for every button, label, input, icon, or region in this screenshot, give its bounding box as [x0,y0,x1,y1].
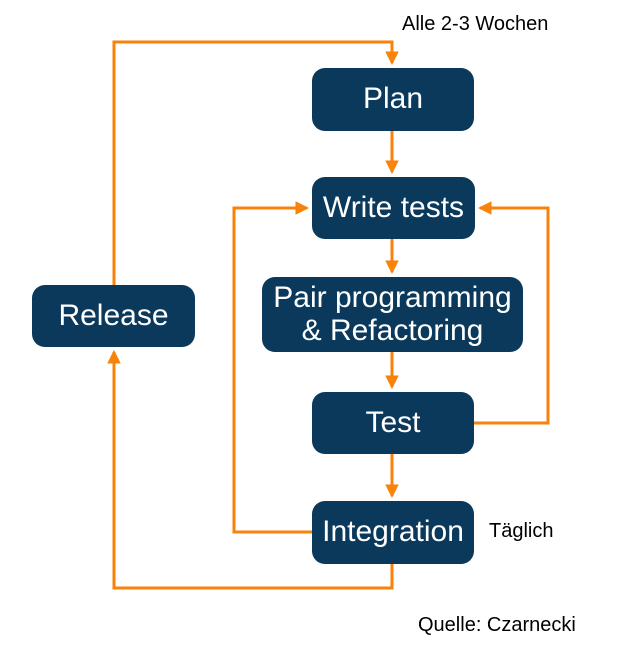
node-integration-label: Integration [322,515,464,549]
node-release: Release [32,285,195,347]
arrow-test-to-write-tests [474,201,550,425]
node-plan: Plan [312,68,474,131]
node-write-tests: Write tests [312,177,475,239]
node-write-tests-label: Write tests [322,190,465,224]
node-plan-label: Plan [362,82,424,116]
node-release-label: Release [58,298,169,332]
node-test-label: Test [365,405,421,439]
node-test: Test [312,392,474,454]
arrow-release-to-plan [112,40,399,286]
node-integration: Integration [312,501,474,564]
node-pair-programming-label: Pair programming & Refactoring [273,281,512,347]
annotation-release-cycle: Alle 2-3 Wochen [402,13,549,35]
node-pair-programming: Pair programming & Refactoring [262,277,523,352]
annotation-source: Quelle: Czarnecki [418,614,576,636]
arrow-integration-to-release [107,349,394,590]
arrow-integration-to-write-tests [232,201,312,534]
annotation-integration-cycle: Täglich [489,520,554,542]
